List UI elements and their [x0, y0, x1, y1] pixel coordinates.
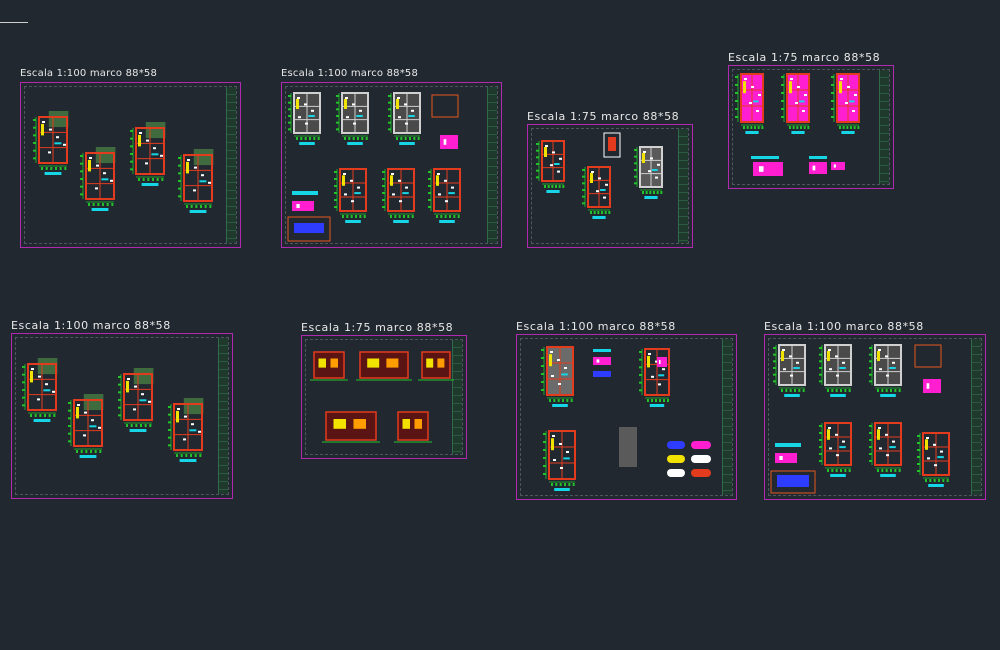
layout-sheet-5[interactable] [11, 333, 233, 499]
layout-sheet-8[interactable] [764, 334, 986, 500]
sheet-border [531, 128, 689, 244]
plan-drawing [770, 344, 950, 494]
title-block [226, 87, 236, 243]
layout-sheet-4[interactable] [728, 65, 894, 189]
hatch-legend [753, 162, 783, 176]
floor-plan [831, 73, 860, 134]
floor-plan [334, 168, 367, 223]
plan-drawing [33, 111, 214, 213]
plan-drawing [536, 132, 663, 219]
plan-drawing [310, 351, 454, 443]
floor-plan [735, 73, 764, 134]
elevation [418, 351, 454, 381]
floor-plan [68, 394, 104, 458]
layout-sheet-7[interactable] [516, 334, 737, 500]
title-block [452, 340, 462, 454]
floor-plan [388, 92, 421, 145]
elevation [310, 351, 348, 381]
floor-plan [869, 422, 902, 477]
hatch-legend [923, 379, 941, 393]
floor-plan [634, 146, 663, 199]
plan-drawing [287, 92, 461, 242]
layout-sheet-6[interactable] [301, 335, 467, 459]
title-block [218, 338, 228, 494]
plan-drawing [541, 346, 711, 491]
sheet-label-1: Escala 1:100 marco 88*58 [20, 68, 158, 79]
title-block [722, 339, 732, 495]
floor-plan [288, 92, 321, 145]
floor-plan [773, 344, 806, 397]
sheet-border [305, 339, 463, 455]
layout-sheet-3[interactable] [527, 124, 693, 248]
floor-plan [130, 122, 166, 186]
floor-plan [639, 348, 670, 407]
floor-plan [336, 92, 369, 145]
sheet-border [732, 69, 890, 185]
sheet-border [24, 86, 237, 244]
sheet-border [285, 86, 498, 244]
title-block [678, 129, 688, 243]
floor-plan [382, 168, 415, 223]
elevation [356, 351, 412, 381]
floor-plan [80, 147, 116, 211]
sheet-border [768, 338, 982, 496]
floor-plan [582, 166, 611, 219]
elevation [322, 411, 380, 443]
ucs-marker [0, 22, 28, 29]
hatch-legend [657, 357, 667, 367]
hatch-legend [775, 453, 797, 463]
floor-plan [118, 368, 154, 432]
title-block [879, 70, 889, 184]
layout-sheet-1[interactable] [20, 82, 241, 248]
plan-drawing [735, 73, 860, 176]
layout-sheet-2[interactable] [281, 82, 502, 248]
sheet-label-5: Escala 1:100 marco 88*58 [11, 319, 171, 332]
hatch-legend [440, 135, 458, 149]
floor-plan [428, 168, 461, 223]
hatch-legend [593, 357, 611, 365]
sheet-label-2: Escala 1:100 marco 88*58 [281, 68, 419, 79]
title-block [971, 339, 981, 495]
floor-plan [869, 344, 902, 397]
floor-plan [543, 430, 576, 491]
floor-plan [33, 111, 69, 175]
hatch-legend [292, 201, 314, 211]
sheet-label-8: Escala 1:100 marco 88*58 [764, 320, 924, 333]
floor-plan [168, 398, 204, 462]
floor-plan [178, 149, 214, 213]
sheet-label-6: Escala 1:75 marco 88*58 [301, 321, 454, 334]
sheet-label-7: Escala 1:100 marco 88*58 [516, 320, 676, 333]
floor-plan [917, 432, 950, 487]
hatch-legend [831, 162, 845, 170]
floor-plan [781, 73, 810, 134]
floor-plan [819, 422, 852, 477]
plan-drawing [22, 358, 204, 462]
floor-plan [22, 358, 58, 422]
title-block [487, 87, 497, 243]
floor-plan [819, 344, 852, 397]
floor-plan [541, 346, 574, 407]
elevation [394, 411, 432, 443]
floor-plan [536, 140, 565, 193]
sheet-border [15, 337, 229, 495]
sheet-border [520, 338, 733, 496]
sheet-label-4: Escala 1:75 marco 88*58 [728, 51, 881, 64]
sheet-label-3: Escala 1:75 marco 88*58 [527, 110, 680, 123]
hatch-legend [809, 162, 827, 174]
